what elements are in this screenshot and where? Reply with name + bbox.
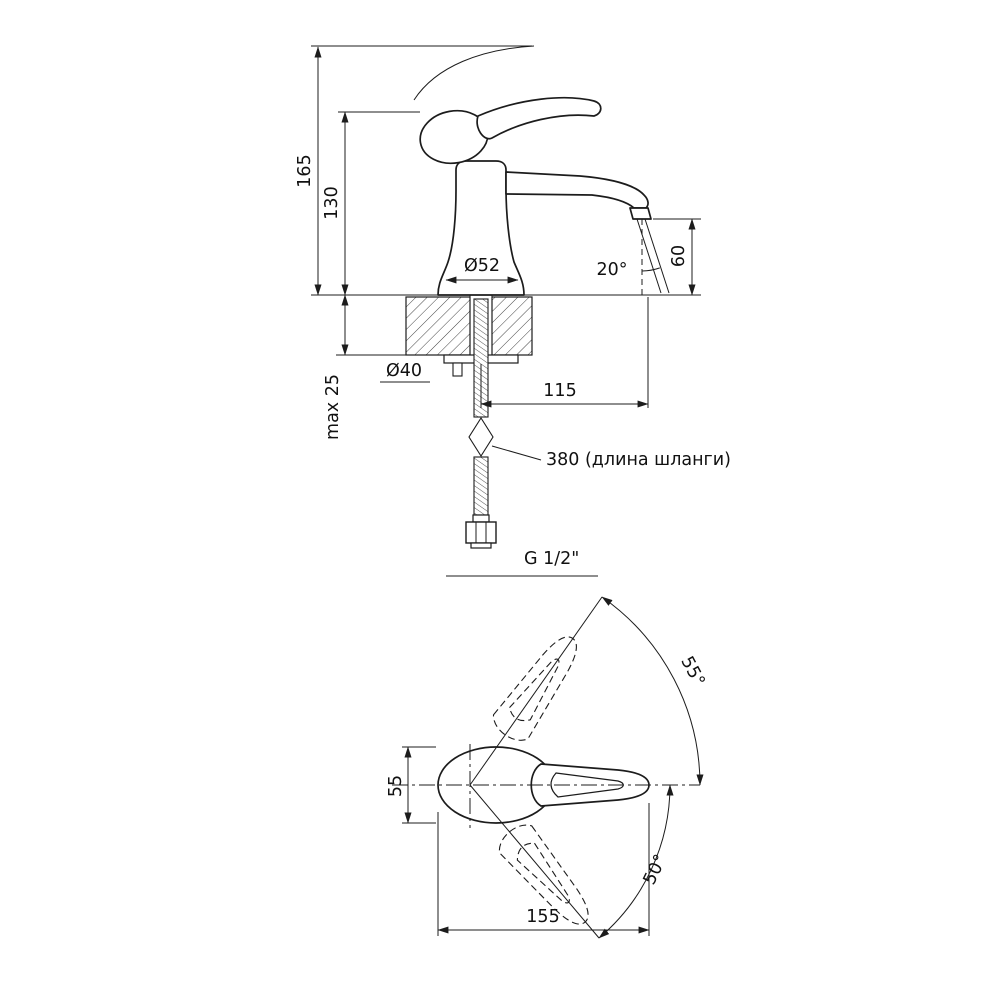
dim-washer-diameter-label: Ø40	[386, 361, 422, 381]
hose-connector-nut	[465, 514, 497, 549]
hose-length-leader	[491, 445, 542, 461]
faucet-spout	[505, 171, 649, 209]
deck-hatch-left	[405, 296, 471, 356]
side-view: 20° 380 (длина шланги) G 1/2"	[295, 45, 731, 577]
dim-swing-up-label: 55°	[676, 653, 708, 690]
swing-radius-up	[469, 596, 603, 786]
top-view: 55° 50° 55 155	[386, 596, 709, 939]
mounting-screw	[452, 362, 463, 377]
dim-spout-reach-label: 115	[543, 381, 576, 401]
faucet-handle-lever	[476, 96, 602, 140]
dim-max-deck-thickness-label: max 25	[323, 374, 343, 440]
faucet-body	[437, 160, 525, 296]
thread-size-label: G 1/2"	[524, 549, 579, 569]
arc-55deg	[601, 596, 704, 786]
handle-phantom-down	[498, 824, 589, 925]
dim-total-height-label: 165	[295, 154, 315, 187]
dim-body-height-label: 130	[322, 186, 342, 219]
swing-radius-down	[469, 784, 600, 939]
hose-break-symbol	[468, 416, 494, 458]
dim-outlet-height-label: 60	[669, 245, 689, 267]
hose-length-label: 380 (длина шланги)	[546, 450, 731, 470]
water-stream-line-2	[644, 218, 670, 294]
dim-stream-angle-label: 20°	[596, 260, 627, 280]
dim-base-diameter-label: Ø52	[464, 256, 500, 276]
handle-phantom-up	[492, 636, 577, 741]
stream-angle-arc	[641, 267, 660, 272]
dim-swing-down-label: 50°	[640, 851, 672, 888]
deck-hatch-right	[491, 296, 533, 356]
mounting-stem	[469, 295, 493, 362]
dim-handle-length-label: 155	[526, 907, 559, 927]
dim-handle-width-label: 55	[386, 775, 406, 797]
ext-handle-length	[437, 803, 650, 936]
water-stream-line-1	[636, 218, 662, 294]
handle-raised-outline	[413, 45, 535, 101]
spout-aerator	[629, 207, 652, 220]
arc-50deg	[598, 784, 674, 939]
supply-hose-lower	[473, 456, 489, 516]
